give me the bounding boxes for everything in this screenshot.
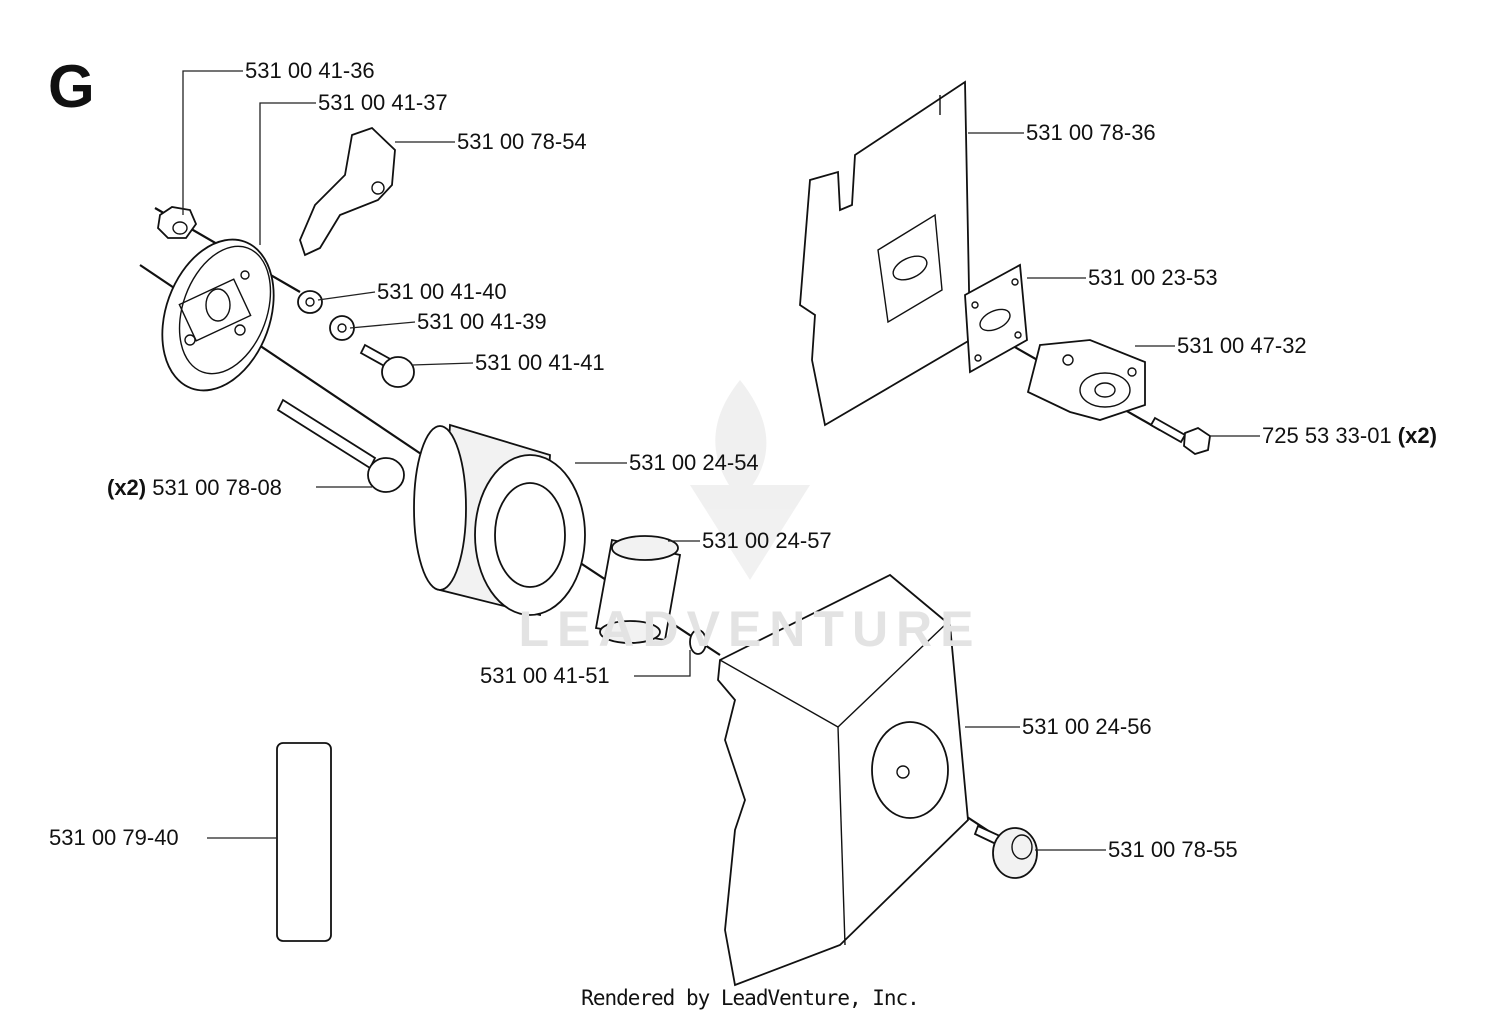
part-label-531-00-79-40[interactable]: 531 00 79-40 bbox=[49, 825, 179, 850]
section-letter: G bbox=[48, 53, 95, 120]
bolt-part-icon bbox=[1149, 416, 1211, 455]
part-label-531-00-78-55[interactable]: 531 00 78-55 bbox=[1108, 837, 1238, 862]
watermark-text: LEADVENTURE bbox=[518, 601, 982, 657]
heat-shield-part-icon bbox=[799, 80, 971, 427]
part-label-531-00-41-41[interactable]: 531 00 41-41 bbox=[475, 350, 605, 375]
filter-sleeve-part-icon bbox=[594, 535, 682, 644]
quantity-badge: (x2) bbox=[107, 475, 147, 500]
part-number: 531 00 78-08 bbox=[152, 475, 282, 500]
part-label-531-00-41-36[interactable]: 531 00 41-36 bbox=[245, 58, 375, 83]
air-filter-part-icon bbox=[413, 423, 586, 617]
part-label-531-00-41-37[interactable]: 531 00 41-37 bbox=[318, 90, 448, 115]
quantity-badge: (x2) bbox=[1397, 423, 1437, 448]
adapter-part-icon bbox=[1026, 339, 1146, 421]
cover-part-icon bbox=[717, 573, 969, 987]
footer-credit: Rendered by LeadVenture, Inc. bbox=[581, 986, 920, 1010]
part-label-725-53-33-01[interactable]: 725 53 33-01 (x2) bbox=[1262, 424, 1437, 448]
gasket-part-icon bbox=[964, 263, 1028, 374]
part-label-531-00-41-40[interactable]: 531 00 41-40 bbox=[377, 279, 507, 304]
decal-part-icon bbox=[276, 742, 332, 942]
nut-part-icon bbox=[157, 206, 198, 239]
part-label-531-00-41-51[interactable]: 531 00 41-51 bbox=[480, 663, 610, 688]
part-label-531-00-78-54[interactable]: 531 00 78-54 bbox=[457, 129, 587, 154]
screw-part-icon bbox=[359, 343, 415, 388]
bracket-part-icon bbox=[299, 126, 396, 257]
part-label-531-00-24-57[interactable]: 531 00 24-57 bbox=[702, 528, 832, 553]
part-label-531-00-24-56[interactable]: 531 00 24-56 bbox=[1022, 714, 1152, 739]
part-label-531-00-78-36[interactable]: 531 00 78-36 bbox=[1026, 120, 1156, 145]
part-label-531-00-24-54[interactable]: 531 00 24-54 bbox=[629, 450, 759, 475]
leader-lines bbox=[182, 70, 1260, 851]
watermark-logo-icon bbox=[690, 380, 810, 580]
washer-part-icon bbox=[297, 290, 355, 341]
part-label-531-00-41-39[interactable]: 531 00 41-39 bbox=[417, 309, 547, 334]
part-label-531-00-47-32[interactable]: 531 00 47-32 bbox=[1177, 333, 1307, 358]
long-screw-part-icon bbox=[276, 398, 405, 493]
part-number: 725 53 33-01 bbox=[1262, 423, 1392, 448]
part-label-531-00-23-53[interactable]: 531 00 23-53 bbox=[1088, 265, 1218, 290]
clamp-plate-part-icon bbox=[161, 238, 275, 392]
knob-part-icon bbox=[973, 824, 1038, 879]
clip-part-icon bbox=[689, 629, 707, 655]
part-label-531-00-78-08[interactable]: (x2) 531 00 78-08 bbox=[107, 476, 282, 500]
